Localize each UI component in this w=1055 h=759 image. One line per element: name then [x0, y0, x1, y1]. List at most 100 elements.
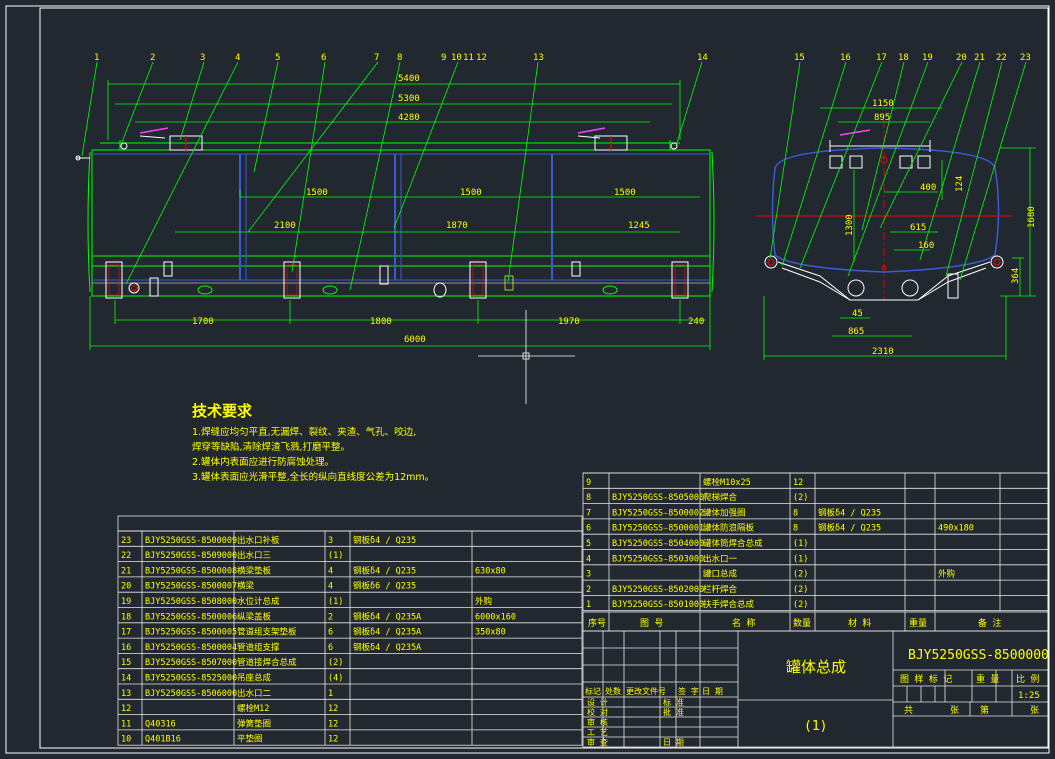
bom-right-cell-r3-c1: BJY5250GSS-8500001 [612, 524, 704, 534]
balloon-20: 20 [956, 53, 967, 63]
tank-end-view [756, 120, 1012, 301]
bom-left-cell-r1-c1: BJY5250GSS-8509000 [145, 551, 237, 561]
dim-240: 240 [688, 317, 704, 327]
dim-4280: 4280 [398, 113, 420, 123]
dim-1970: 1970 [558, 317, 580, 327]
bom-left-cell-r9-c3: (4) [328, 674, 343, 684]
dim-364: 364 [1011, 268, 1021, 284]
outer-sheet-border [5, 5, 1050, 754]
bom-left-cell-r7-c4: 钢板δ4 / Q235A [353, 642, 421, 653]
bom-right-cell-r1-c3: (2) [793, 493, 808, 503]
dim-5400: 5400 [398, 74, 420, 84]
bom-right-cell-r5-c0: 4 [586, 554, 591, 564]
dim-1680: 1680 [1027, 206, 1037, 228]
role-check: 校 对 [587, 707, 608, 717]
bom-left-cell-r6-c0: 17 [121, 628, 131, 638]
dim-865: 865 [848, 327, 864, 337]
dim-615: 615 [910, 223, 926, 233]
bom-right-cell-r1-c0: 8 [586, 493, 591, 503]
note-line-2: 焊穿等缺陷,清除焊渣飞溅,打磨平整。 [192, 442, 351, 453]
bom-left-cell-r6-c5: 350x80 [475, 628, 506, 638]
bom-header-remark: 备 注 [978, 617, 1001, 629]
end-view-dimensions [763, 61, 1036, 360]
balloon-17: 17 [876, 53, 887, 63]
title-block-text: 罐体总成 BJY5250GSS-8500000 (1) 图 样 标 记 重 量 … [585, 648, 1049, 747]
bom-left-cell-r5-c4: 钢板δ4 / Q235A [353, 611, 421, 622]
bom-left-cell-r12-c3: 12 [328, 719, 338, 729]
dim-1300: 1300 [845, 214, 855, 236]
bom-right-cell-r8-c2: 扶手焊合总成 [703, 599, 755, 610]
bom-left-cell-r11-c0: 12 [121, 704, 131, 714]
bom-left-cell-r9-c2: 吊座总成 [237, 673, 272, 684]
bom-left-cell-r5-c2: 纵梁盖板 [237, 611, 272, 622]
bom-right-cell-r5-c3: (1) [793, 554, 808, 564]
bom-right-cell-r6-c3: (2) [793, 570, 808, 580]
sheets-total-unit: 张 [950, 705, 959, 716]
bom-right-cell-r4-c2: 罐体筒焊合总成 [703, 538, 763, 549]
bom-right-cell-r6-c0: 3 [586, 570, 591, 580]
dim-45: 45 [852, 309, 863, 319]
balloon-8: 8 [397, 53, 402, 63]
bom-left-cell-r0-c4: 钢板δ4 / Q235 [353, 535, 416, 546]
bom-header-qty: 数量 [793, 617, 811, 629]
bom-left-cell-r10-c3: 1 [328, 689, 333, 699]
dim-400: 400 [920, 183, 936, 193]
bom-right-cell-r7-c1: BJY5250GSS-8502000 [612, 585, 704, 595]
balloon-10: 10 [451, 53, 462, 63]
balloon-1: 1 [94, 53, 99, 63]
bom-right-cell-r6-c6: 外购 [938, 569, 955, 580]
dim-895: 895 [874, 113, 890, 123]
bom-right-cell-r1-c1: BJY5250GSS-8505000 [612, 493, 704, 503]
note-line-3: 2.罐体内表面应进行防腐蚀处理。 [192, 457, 335, 468]
bom-left-cell-r8-c3: (2) [328, 658, 343, 668]
sheets-of-label: 第 [980, 704, 989, 716]
drawing-number: BJY5250GSS-8500000 [908, 648, 1049, 663]
side-view-dimension-text: 5400 5300 4280 1500 1500 1500 2100 1870 … [192, 74, 704, 345]
bom-header-material: 材 料 [848, 617, 871, 629]
end-view-dimension-text: 1150 895 400 124 1300 615 160 1680 364 4… [845, 99, 1037, 357]
note-line-1: 1.焊缝应均匀平直,无漏焊、裂纹、夹渣、气孔、咬边, [192, 427, 417, 438]
bom-right-cell-r5-c1: BJY5250GSS-8503000 [612, 554, 704, 564]
balloon-2: 2 [150, 53, 155, 63]
bom-left-cell-r0-c0: 23 [121, 536, 131, 546]
balloon-11: 11 [463, 53, 474, 63]
quantity-mark: (1) [804, 719, 827, 734]
bom-left-cell-r10-c0: 13 [121, 689, 131, 699]
bom-left-cell-r2-c2: 横梁垫板 [237, 565, 272, 576]
side-view-balloons: 1 2 3 4 5 6 7 8 9 10 11 12 13 14 [94, 53, 708, 63]
dim-1500c: 1500 [614, 188, 636, 198]
rev-col-sign: 签 字 [678, 686, 699, 696]
role-process: 工 艺 [587, 728, 608, 737]
bom-right-cell-r0-c3: 12 [793, 478, 803, 488]
header-weight: 重 量 [976, 673, 999, 685]
title-block [582, 630, 1049, 748]
dim-1500a: 1500 [306, 188, 328, 198]
balloon-14: 14 [697, 53, 708, 63]
bom-left-cell-r1-c0: 22 [121, 551, 131, 561]
bom-right-cell-r2-c3: 8 [793, 508, 798, 518]
balloon-22: 22 [996, 53, 1007, 63]
balloon-23: 23 [1020, 53, 1031, 63]
bom-right-cell-r7-c2: 栏杆焊合 [703, 584, 738, 595]
cad-crosshair-cursor [478, 310, 575, 404]
bom-left-cell-r9-c0: 14 [121, 674, 131, 684]
bom-left-cell-r11-c2: 螺栓M12 [237, 703, 269, 714]
bom-left-cell-r5-c5: 6000x160 [475, 612, 516, 622]
bom-left-cell-r13-c3: 12 [328, 735, 338, 745]
bom-right-cell-r3-c6: 490x180 [938, 524, 974, 534]
bom-left-cell-r0-c3: 3 [328, 536, 333, 546]
dim-1870: 1870 [446, 221, 468, 231]
dim-1245: 1245 [628, 221, 650, 231]
bom-left-cell-r1-c3: (1) [328, 551, 343, 561]
bom-right-cell-r0-c0: 9 [586, 478, 591, 488]
bom-left-cell-r4-c2: 水位计总成 [237, 596, 280, 607]
balloon-9: 9 [441, 53, 446, 63]
bom-left-cell-r7-c3: 6 [328, 643, 333, 653]
bom-left-cell-r7-c1: BJY5250GSS-8500004 [145, 643, 237, 653]
balloon-18: 18 [898, 53, 909, 63]
bom-right-cell-r2-c2: 罐体加强圈 [703, 507, 746, 518]
header-scale: 比 例 [1016, 673, 1039, 685]
bom-left-cell-r2-c1: BJY5250GSS-8500008 [145, 566, 237, 576]
